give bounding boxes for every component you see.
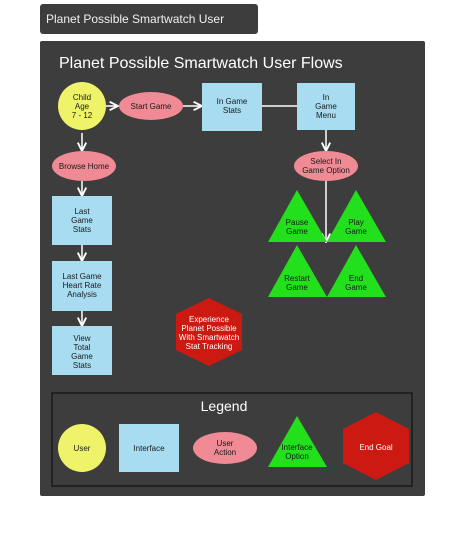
legend-end-goal-label: End Goal [359,443,393,452]
node-heart-rate-line-2: Heart Rate [63,281,102,290]
node-total-stats-line-2: Total [74,343,91,352]
interface-rect [202,83,262,131]
node-restart-game-line-1: Restart [284,274,311,283]
user-circle [58,82,106,130]
node-child-line-2: Age [75,102,90,111]
interface-rect [52,196,112,245]
node-last-game-stats-line-1: Last [74,207,90,216]
legend-title: Legend [201,398,248,414]
node-play-game-line-2: Game [345,227,367,236]
legend-interface-label: Interface [133,444,165,453]
node-last-game-stats[interactable]: Last Game Stats [52,196,112,245]
node-end-goal-line-1: Experience [189,315,230,324]
action-ellipse [52,151,116,181]
legend-action-swatch [193,432,257,464]
node-in-game-menu-line-2: Game [315,102,337,111]
node-child-line-3: 7 - 12 [72,111,93,120]
node-last-game-stats-line-3: Stats [73,225,91,234]
node-start-game-label: Start Game [131,102,172,111]
node-pause-game-line-1: Pause [286,218,309,227]
connectors [82,106,326,326]
legend-interface-option-line-2: Option [285,452,309,461]
action-ellipse [294,151,358,181]
legend-interface: Interface [119,424,179,472]
node-in-game-menu-line-1: In [323,93,330,102]
node-restart-game[interactable]: Restart Game [268,245,327,297]
interface-rect [52,261,112,311]
node-total-stats[interactable]: View Total Game Stats [52,326,112,375]
node-select-option-line-1: Select In [310,157,341,166]
legend-end-goal: End Goal [343,412,409,480]
node-start-game[interactable]: Start Game [119,92,183,120]
node-play-game-line-1: Play [348,218,364,227]
node-end-game-line-1: End [349,274,363,283]
option-triangle [327,245,386,297]
node-select-option[interactable]: Select In Game Option [294,151,358,181]
node-pause-game-line-2: Game [286,227,308,236]
node-heart-rate[interactable]: Last Game Heart Rate Analysis [52,261,112,311]
node-last-game-stats-line-2: Game [71,216,93,225]
legend-interface-swatch [119,424,179,472]
node-end-goal-line-3: With Smartwatch [179,333,239,342]
node-in-game-menu-line-3: Menu [316,111,336,120]
legend-option-swatch [268,416,327,467]
node-total-stats-line-4: Stats [73,361,91,370]
node-child-line-1: Child [73,93,91,102]
legend-user-swatch [58,424,106,472]
node-end-goal-line-4: Stat Tracking [186,342,233,351]
node-end-goal[interactable]: Experience Planet Possible With Smartwat… [176,298,242,366]
node-total-stats-line-1: View [73,334,90,343]
legend-user: User [58,424,106,472]
legend-user-action-line-2: Action [214,448,236,457]
legend-user-label: User [74,444,91,453]
legend: Legend User Interface User Action Interf… [51,392,413,487]
node-heart-rate-line-1: Last Game [62,272,102,281]
option-triangle [268,245,327,297]
legend-goal-swatch [343,412,409,480]
node-end-game-line-2: Game [345,283,367,292]
node-heart-rate-line-3: Analysis [67,290,97,299]
legend-user-action: User Action [193,432,257,464]
node-in-game-menu[interactable]: In Game Menu [297,83,355,130]
legend-interface-option-line-1: Interface [281,443,313,452]
option-triangle [268,190,327,242]
interface-rect [297,83,355,130]
node-browse-home[interactable]: Browse Home [52,151,116,181]
node-end-goal-line-2: Planet Possible [181,324,237,333]
legend-frame [51,392,413,487]
action-ellipse [119,92,183,120]
node-browse-home-label: Browse Home [59,162,110,171]
node-end-game[interactable]: End Game [327,245,386,297]
node-total-stats-line-3: Game [71,352,93,361]
node-play-game[interactable]: Play Game [327,190,386,242]
legend-interface-option: Interface Option [268,416,327,467]
node-in-game-stats-line-2: Stats [223,106,241,115]
option-triangle [327,190,386,242]
node-pause-game[interactable]: Pause Game [268,190,327,242]
node-select-option-line-2: Game Option [302,166,350,175]
legend-user-action-line-1: User [217,439,234,448]
interface-rect [52,326,112,375]
board-title: Planet Possible Smartwatch User Flows [59,55,343,72]
node-in-game-stats[interactable]: In Game Stats [202,83,262,131]
node-restart-game-line-2: Game [286,283,308,292]
node-child[interactable]: Child Age 7 - 12 [58,82,106,130]
goal-hexagon [176,298,242,366]
node-in-game-stats-line-1: In Game [217,97,248,106]
